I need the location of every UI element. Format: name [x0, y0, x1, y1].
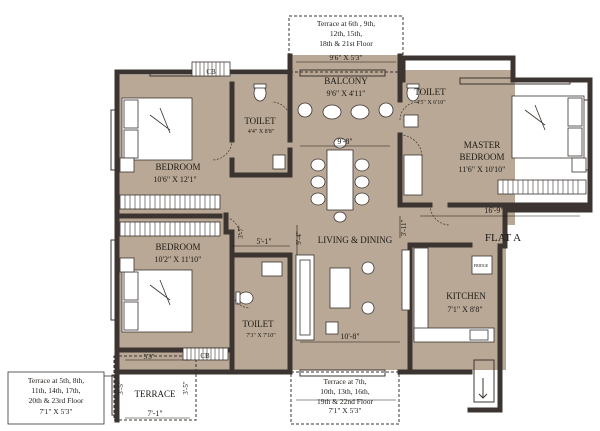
- terrace-outlines: [113, 15, 404, 425]
- terrace-note-bottom-line1: Terrace at 7th,: [324, 377, 367, 386]
- terrace-note-left-box: [7, 371, 105, 425]
- master-bedroom-name-1: MASTER: [464, 140, 501, 150]
- master-bedroom-size: 11'6" X 10'10": [459, 165, 506, 174]
- dim-living-width: 9'-8": [337, 137, 352, 146]
- dim-kitchen-v: 3'-11": [400, 220, 408, 237]
- bedroom2-name: BEDROOM: [155, 242, 200, 252]
- bed-bedroom1: [119, 97, 193, 173]
- wardrobe-label-2: CB: [200, 352, 210, 360]
- dim-living-bottom: 10'-8": [340, 332, 359, 341]
- kitchen-name: KITCHEN: [446, 291, 486, 301]
- kitchen-counters: [413, 247, 495, 343]
- dim-terrace-top: 5'3": [143, 353, 154, 361]
- bed-master: [511, 95, 587, 173]
- dim-passage: 5'-1": [256, 237, 271, 246]
- bed-bedroom2: [119, 257, 193, 333]
- terrace-note-bottom: Terrace at 7th, 10th, 13th, 16th, 19th &…: [317, 377, 374, 415]
- terrace-note-top: Terrace at 6th , 9th, 12th, 15th, 18th &…: [317, 19, 375, 62]
- kitchen-size: 7'1" X 8'8": [447, 305, 482, 314]
- toilet3-size: 7'3" X 7'10": [246, 333, 276, 339]
- terrace-note-top-line2: 12th, 15th,: [330, 29, 362, 38]
- balcony-size: 9'6" X 4'11": [327, 89, 366, 98]
- bedroom1-name: BEDROOM: [155, 162, 200, 172]
- dim-terrace-v-left: 3'-5": [117, 381, 125, 395]
- dim-master-width: 16'-9": [484, 206, 503, 215]
- door-swings: [211, 101, 451, 309]
- terrace-note-left-line2: 11th, 14th, 17th,: [31, 386, 80, 395]
- terrace-note-left: Terrace at 5th, 8th, 11th, 14th, 17th, 2…: [7, 371, 118, 425]
- master-bedroom-name-2: BEDROOM: [459, 152, 504, 162]
- balcony-furniture: [297, 102, 394, 120]
- terrace-note-left-size: 7'1" X 5'3": [40, 407, 73, 416]
- terrace-name: TERRACE: [134, 389, 176, 399]
- dim-passage-v: 3'-7": [237, 225, 245, 239]
- toilet2-size: 4'5" X 6'10": [416, 100, 446, 106]
- window-details: [110, 69, 590, 416]
- wardrobe-label-1: CB: [206, 68, 216, 76]
- terrace-note-top-size: 9'6" X 5'3": [330, 53, 363, 62]
- terrace-note-bottom-size: 7'1" X 5'3": [329, 406, 362, 415]
- room-labels: BEDROOM 10'6" X 12'1" BEDROOM 10'2" X 11…: [134, 68, 521, 399]
- bedroom2-size: 10'2" X 11'10": [155, 255, 202, 264]
- bedroom1-size: 10'6" X 12'1": [153, 175, 196, 184]
- toilet2-name: TOILET: [414, 87, 446, 97]
- dim-terrace-bottom: 7'-1": [147, 409, 162, 418]
- toilet3-name: TOILET: [242, 319, 274, 329]
- balcony-name: BALCONY: [324, 76, 368, 86]
- living-dining-name: LIVING & DINING: [318, 235, 393, 245]
- terrace-note-top-line1: Terrace at 6th , 9th,: [317, 19, 375, 28]
- living-furniture: [295, 249, 411, 341]
- terrace-note-bottom-line3: 19th & 22nd Floor: [317, 397, 374, 406]
- fridge-label: FRIDGE: [474, 263, 489, 268]
- dimension-lines: [125, 61, 580, 419]
- toilet-fixtures: [235, 83, 423, 305]
- terrace-note-left-line1: Terrace at 5th, 8th,: [28, 376, 84, 385]
- entrance-arrow: [478, 378, 488, 399]
- terrace-note-bottom-line2: 10th, 13th, 16th,: [320, 387, 370, 396]
- dim-terrace-v-right: 3'-5": [182, 381, 190, 395]
- terrace-note-top-line3: 18th & 21st Floor: [319, 39, 373, 48]
- toilet1-size: 4'4" X 8'8": [248, 129, 275, 135]
- dimension-labels: 9'-8" 16'-9" 5'-1" 3'-7" 9'-4" 3'-11" 10…: [117, 137, 504, 418]
- wardrobe-hatching: [124, 62, 579, 360]
- terrace-note-left-line3: 20th & 23rd Floor: [29, 396, 84, 405]
- toilet1-name: TOILET: [244, 116, 276, 126]
- dim-living-v: 9'-4": [295, 231, 303, 245]
- dining-table: [310, 137, 370, 223]
- flat-label: FLAT A: [485, 232, 521, 244]
